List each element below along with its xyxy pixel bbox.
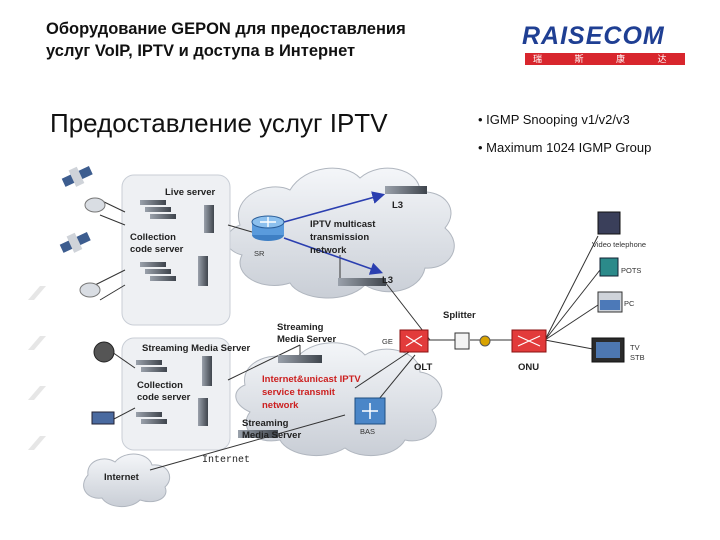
label-streaming-2a: Streaming xyxy=(242,418,289,429)
olt-device-icon xyxy=(399,329,429,353)
label-internet-link: Internet xyxy=(202,455,250,466)
label-internet-cloud-2: service transmit xyxy=(262,387,336,398)
label-streaming-1b: Media Server xyxy=(277,334,336,345)
label-live-server: Live server xyxy=(165,187,215,198)
raisecom-logo: RAISECOM 瑞 斯 康 达 科 技 xyxy=(522,22,690,76)
bullet-igmp-snooping: • IGMP Snooping v1/v2/v3 xyxy=(478,112,630,127)
decorative-chevrons xyxy=(28,286,46,450)
label-l3-top: L3 xyxy=(392,200,403,211)
tv-screen-icon xyxy=(596,342,620,358)
splitter-node-icon xyxy=(479,335,491,347)
bas-switch-icon xyxy=(354,397,386,425)
label-stb: STB xyxy=(630,353,645,362)
l3-switch-top xyxy=(385,186,427,194)
slide-title: Оборудование GEPON для предоставления ус… xyxy=(46,18,406,62)
live-server-group xyxy=(121,174,231,326)
logo-subtitle: 瑞 斯 康 达 科 技 xyxy=(525,53,685,76)
label-internet: Internet xyxy=(104,472,140,483)
title-line-1: Оборудование GEPON для предоставления xyxy=(46,20,406,38)
video-source-icon xyxy=(91,411,115,425)
label-collection-1a: Collection xyxy=(130,232,176,243)
label-streaming-media-server: Streaming Media Server xyxy=(142,343,251,354)
label-pots: POTS xyxy=(621,266,641,275)
l3-switch-mid xyxy=(338,278,386,286)
satellite-icon xyxy=(59,232,91,253)
label-collection-1b: code server xyxy=(130,244,184,255)
arrow-to-l3-top xyxy=(283,191,386,223)
streaming-server-unit xyxy=(278,355,322,363)
splitter-icon xyxy=(454,332,470,350)
label-streaming-1a: Streaming xyxy=(277,322,324,333)
label-internet-cloud-1: Internet&unicast IPTV xyxy=(262,374,361,385)
internet-cloud xyxy=(83,453,170,507)
label-iptv-3: network xyxy=(310,245,347,256)
feature-list: • IGMP Snooping v1/v2/v3 • Maximum 1024 … xyxy=(478,112,651,168)
bullet-igmp-group: • Maximum 1024 IGMP Group xyxy=(478,140,652,155)
iptv-multicast-cloud xyxy=(226,167,455,299)
phone-icon xyxy=(599,257,619,277)
label-videophone: Video telephone xyxy=(592,240,646,249)
logo-text: RAISECOM xyxy=(522,22,665,50)
satellite-dish-icon xyxy=(79,197,106,298)
router-icon xyxy=(251,215,285,241)
label-internet-cloud-3: network xyxy=(262,400,299,411)
pc-screen-icon xyxy=(600,300,620,310)
video-phone-icon xyxy=(597,211,621,235)
label-l3-mid: L3 xyxy=(382,275,393,286)
label-olt: OLT xyxy=(414,362,432,373)
label-sr: SR xyxy=(254,249,265,258)
arrow-to-l3-mid xyxy=(283,237,384,275)
label-pc: PC xyxy=(624,299,635,308)
label-ge: GE xyxy=(382,337,393,346)
streaming-server-rack xyxy=(136,356,212,426)
streaming-server-unit-2 xyxy=(238,430,278,438)
onu-device-icon xyxy=(511,329,547,353)
label-tv: TV xyxy=(630,343,640,352)
section-heading: Предоставление услуг IPTV xyxy=(50,108,388,138)
label-iptv-2: transmission xyxy=(310,232,369,243)
label-streaming-2b: Media Server xyxy=(242,430,301,441)
label-onu: ONU xyxy=(518,362,539,373)
camera-icon xyxy=(93,341,115,363)
label-collection-2b: code server xyxy=(137,392,191,403)
label-iptv-1: IPTV multicast xyxy=(310,219,376,230)
label-collection-2a: Collection xyxy=(137,380,183,391)
live-server-rack xyxy=(140,200,214,286)
label-bas: BAS xyxy=(360,427,375,436)
label-splitter: Splitter xyxy=(443,310,476,321)
satellite-icon xyxy=(61,166,93,187)
title-line-2: услуг VoIP, IPTV и доступа в Интернет xyxy=(46,42,356,60)
